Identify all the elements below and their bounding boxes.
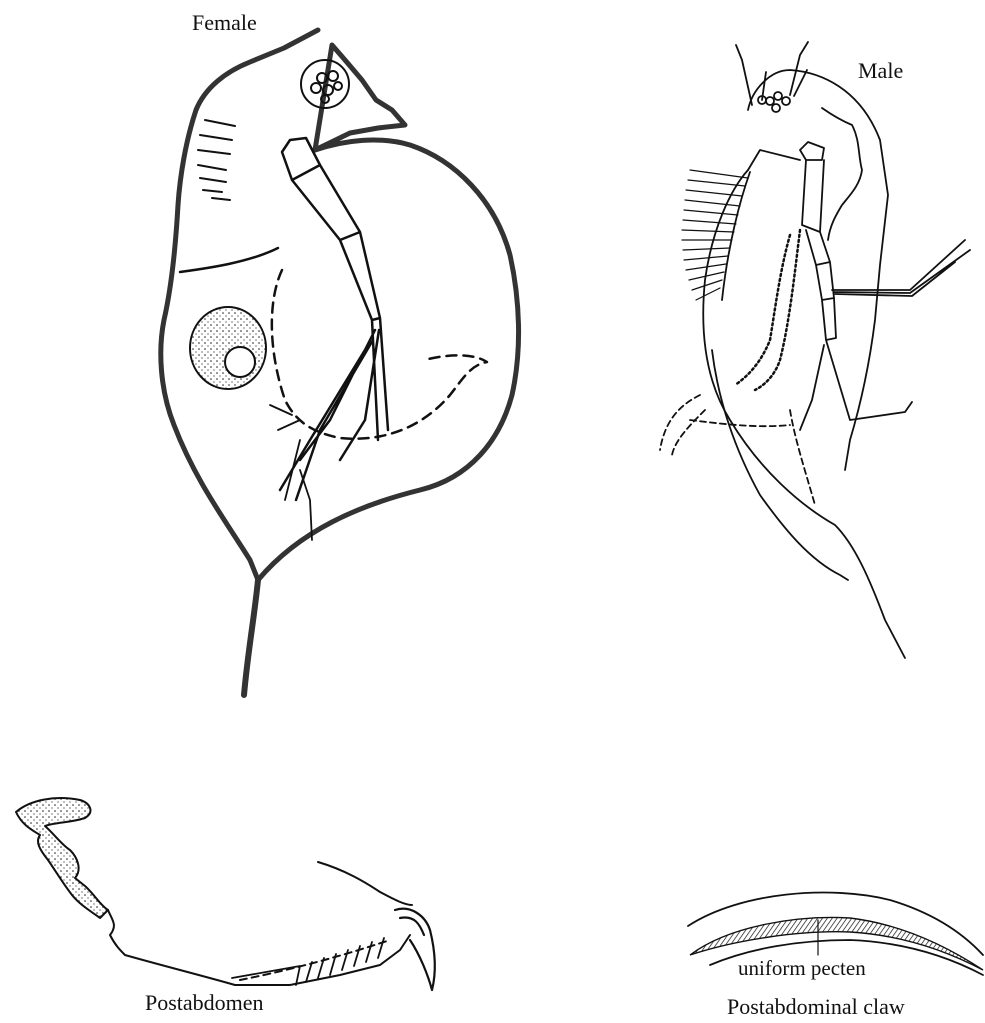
male-head — [748, 70, 888, 470]
postabdomen-dorsal — [318, 862, 412, 905]
postabdomen-processes — [16, 798, 108, 918]
male-ventral-margin — [712, 350, 848, 580]
female-antenna — [280, 138, 388, 500]
pecten-label: uniform pecten — [738, 958, 866, 979]
female-tail-spine — [244, 580, 258, 695]
male-daphnia — [660, 42, 970, 658]
female-gut-dashed — [272, 270, 487, 439]
female-carapace-outline — [161, 30, 519, 580]
postabdomen-label: Postabdomen — [145, 992, 264, 1014]
female-daphnia — [161, 30, 519, 695]
claw-label: Postabdominal claw — [727, 996, 905, 1018]
female-egg — [190, 307, 266, 389]
male-gut-stippled-2 — [755, 230, 800, 390]
postabdomen-drawing — [16, 798, 435, 990]
male-gut-stippled — [735, 235, 790, 385]
male-carapace-front — [703, 170, 905, 658]
female-head-line — [180, 248, 278, 272]
male-dorsal-wavy — [822, 108, 862, 240]
male-antenna — [800, 142, 970, 430]
female-label: Female — [192, 12, 257, 34]
male-antennules — [736, 42, 808, 105]
male-carapace-inner — [722, 150, 800, 300]
male-label: Male — [858, 60, 903, 82]
female-head-bristles — [198, 120, 235, 200]
